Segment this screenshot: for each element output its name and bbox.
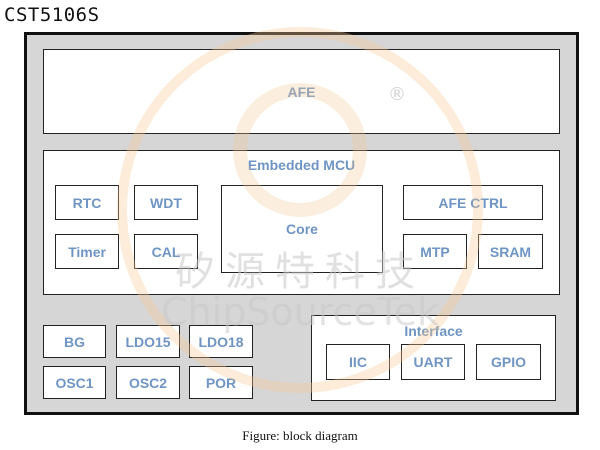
gpio-label: GPIO	[490, 354, 526, 370]
ldo15-label: LDO15	[125, 333, 171, 350]
iic-label: IIC	[349, 354, 367, 370]
uart-label: UART	[413, 354, 453, 370]
ldo15-block: LDO15	[116, 325, 180, 358]
ldo18-block: LDO18	[189, 325, 253, 358]
gpio-block: GPIO	[476, 344, 541, 380]
osc2-block: OSC2	[116, 366, 180, 399]
wdt-block: WDT	[134, 185, 198, 220]
chip-title: CST5106S	[4, 4, 100, 26]
rtc-label: RTC	[72, 194, 102, 211]
afe-ctrl-block: AFE CTRL	[403, 185, 543, 220]
bg-label: BG	[64, 333, 85, 350]
cal-label: CAL	[151, 243, 181, 260]
mtp-block: MTP	[403, 234, 467, 269]
afe-label: AFE	[287, 83, 316, 100]
por-block: POR	[189, 366, 253, 399]
afe-block: AFE	[43, 49, 560, 134]
core-block: Core	[221, 185, 383, 273]
block-diagram-frame: AFE Embedded MCU RTC WDT Timer CAL Core …	[24, 32, 579, 415]
wdt-label: WDT	[150, 194, 182, 211]
osc1-block: OSC1	[43, 366, 106, 399]
ldo18-label: LDO18	[198, 333, 244, 350]
osc1-label: OSC1	[55, 374, 94, 391]
iic-block: IIC	[326, 344, 390, 380]
bg-block: BG	[43, 325, 106, 358]
figure-caption: Figure: block diagram	[242, 428, 358, 443]
por-label: POR	[205, 374, 237, 391]
uart-block: UART	[401, 344, 465, 380]
timer-block: Timer	[55, 234, 119, 269]
sram-label: SRAM	[489, 243, 532, 260]
afe-ctrl-label: AFE CTRL	[438, 194, 508, 211]
mtp-label: MTP	[420, 243, 450, 260]
sram-block: SRAM	[478, 234, 543, 269]
embedded-mcu-label: Embedded MCU	[247, 157, 356, 173]
osc2-label: OSC2	[128, 374, 168, 391]
interface-label: Interface	[404, 323, 463, 339]
rtc-block: RTC	[55, 185, 119, 220]
core-label: Core	[286, 221, 318, 237]
timer-label: Timer	[68, 243, 106, 260]
cal-block: CAL	[134, 234, 198, 269]
